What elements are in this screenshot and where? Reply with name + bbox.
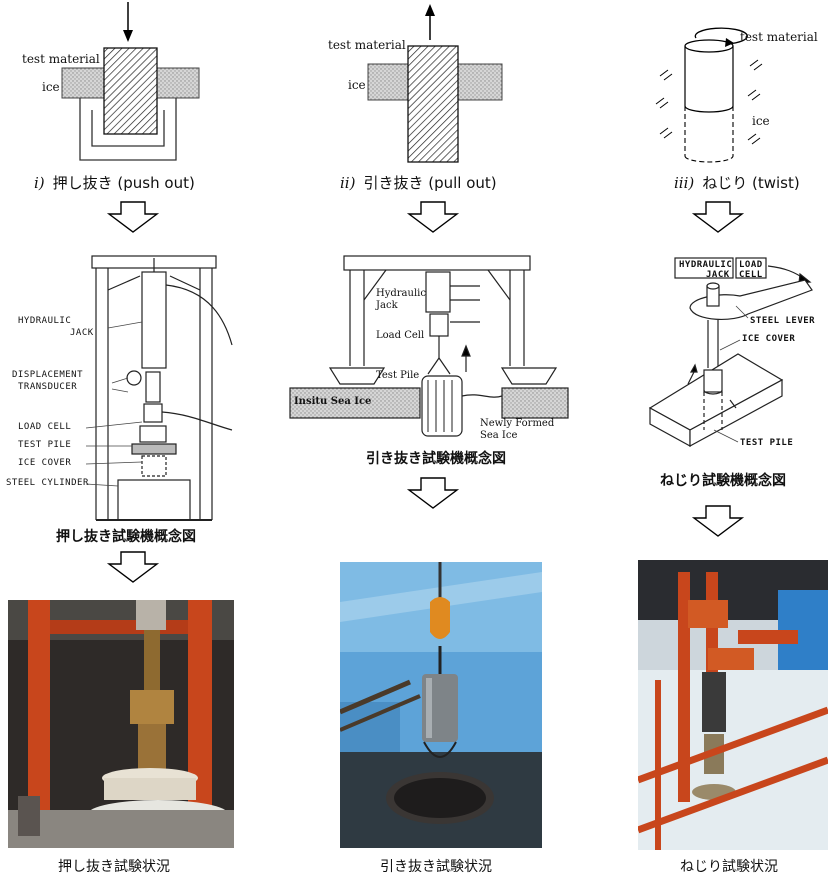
pull-label-test-pile: Test Pile [376, 370, 420, 381]
pull-label-newly-formed: Newly Formed [480, 418, 555, 429]
pull-label-hydraulic: Hydraulic [376, 288, 426, 299]
pull-label-insitu: Insitu Sea Ice [294, 396, 372, 407]
push-out-title: i) 押し抜き (push out) [34, 172, 195, 193]
twist-label-ice-cover: ICE COVER [742, 334, 796, 344]
twist-label-steel-lever: STEEL LEVER [750, 316, 816, 326]
push-label-load-cell: LOAD CELL [18, 422, 72, 432]
twist-label-hydraulic: HYDRAULIC [679, 260, 733, 270]
twist-label: ねじり (twist) [702, 174, 800, 192]
twist-diagram [655, 27, 763, 163]
pull-photo-caption: 引き抜き試験状況 [380, 859, 492, 875]
pull-out-diagram [367, 4, 503, 163]
push-label-ice-cover: ICE COVER [18, 458, 72, 468]
twist-machine [648, 257, 813, 448]
push-label-jack: JACK [70, 328, 94, 338]
pull-out-label: 引き抜き (pull out) [363, 174, 497, 192]
push-label-displacement: DISPLACEMENT [12, 370, 84, 380]
push-roman: i) [34, 174, 45, 192]
push-out-label: 押し抜き (push out) [52, 174, 195, 192]
down-arrow-1 [106, 201, 745, 233]
twist-photo-caption: ねじり試験状況 [680, 859, 778, 875]
twist-material-label: test material [740, 30, 818, 44]
down-arrow-2 [106, 477, 745, 583]
pull-label-load-cell: Load Cell [376, 330, 425, 341]
push-photo-caption: 押し抜き試験状況 [58, 859, 170, 875]
twist-title: iii) ねじり (twist) [674, 172, 800, 193]
twist-label-jack: JACK [706, 270, 730, 280]
push-out-diagram [61, 2, 200, 161]
push-out-leaders [85, 321, 143, 487]
push-label-hydraulic: HYDRAULIC [18, 316, 72, 326]
push-label-test-pile: TEST PILE [18, 440, 72, 450]
twist-ice-label: ice [752, 114, 770, 128]
pull-machine-caption: 引き抜き試験機概念図 [366, 451, 506, 467]
twist-label-load: LOAD [739, 260, 763, 270]
pull-out-photo [340, 562, 542, 848]
push-machine-caption: 押し抜き試験機概念図 [56, 529, 196, 545]
pull-ice-label: ice [348, 78, 366, 92]
pull-out-title: ii) 引き抜き (pull out) [340, 172, 497, 193]
twist-machine-caption: ねじり試験機概念図 [660, 473, 786, 489]
push-material-label: test material [22, 52, 100, 66]
twist-label-cell: CELL [739, 270, 763, 280]
push-out-photo [8, 600, 234, 848]
push-label-steel-cylinder: STEEL CYLINDER [6, 478, 89, 488]
push-ice-label: ice [42, 80, 60, 94]
pull-label-sea-ice: Sea Ice [480, 430, 518, 441]
push-label-transducer: TRANSDUCER [18, 382, 78, 392]
twist-label-test-pile: TEST PILE [740, 438, 794, 448]
twist-photo [638, 560, 828, 850]
twist-roman: iii) [674, 174, 695, 192]
pull-label-jack: Jack [376, 300, 398, 311]
push-out-machine [91, 255, 233, 521]
pull-roman: ii) [340, 174, 356, 192]
pull-out-machine [289, 255, 569, 437]
twist-leaders [713, 305, 749, 443]
pull-material-label: test material [328, 38, 406, 52]
